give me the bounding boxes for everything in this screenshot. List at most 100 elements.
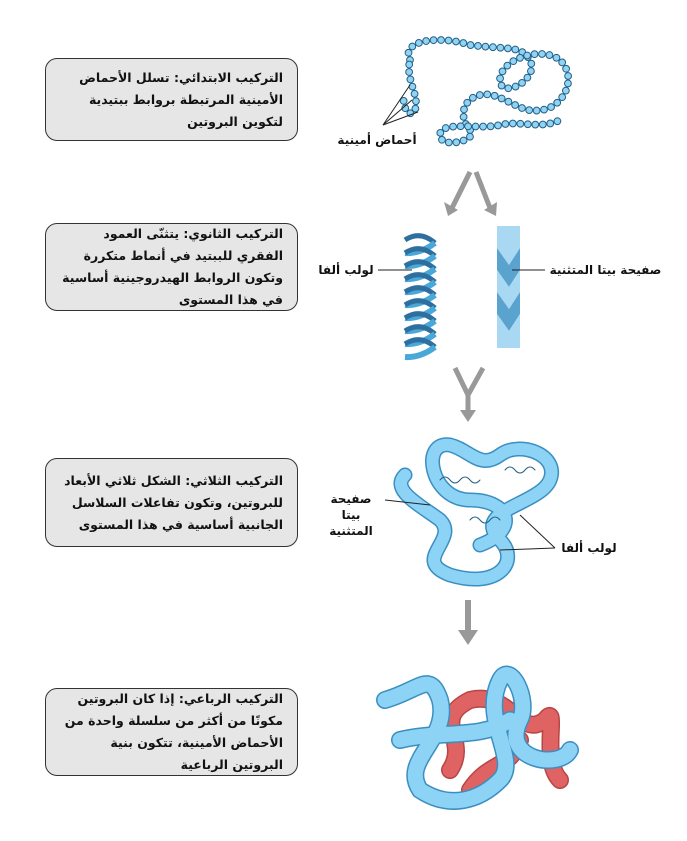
amino-acid-chain [399, 36, 572, 147]
amino-acid-bead [483, 90, 492, 99]
amino-acid-bead [405, 60, 414, 69]
tertiary-structure [393, 437, 559, 587]
alpha-helix-label: لولب ألفا [318, 263, 374, 277]
amino-acid-bead [558, 58, 567, 67]
amino-acid-bead [422, 37, 431, 45]
amino-acid-bead [441, 124, 450, 132]
amino-acid-bead [508, 119, 517, 128]
amino-acid-bead [452, 138, 461, 147]
quaternary-structure [376, 665, 579, 810]
amino-acid-bead [408, 42, 417, 51]
amino-acids-label: أحماض أمينية [337, 133, 417, 147]
amino-acid-bead [530, 50, 539, 59]
amino-acid-bead [540, 105, 548, 114]
amino-acid-bead [449, 122, 457, 131]
amino-acid-bead [475, 91, 484, 99]
beta-sheet [497, 226, 520, 348]
amino-acid-bead [538, 120, 547, 129]
amino-acid-bead [411, 104, 420, 113]
amino-acid-bead [399, 97, 408, 105]
tertiary-beta-line2: بيتا المتثنية [329, 508, 373, 538]
tertiary-structure-box: التركيب الثلاثي: الشكل ثلاثي الأبعاد للب… [45, 458, 298, 547]
amino-acid-bead [523, 120, 532, 129]
amino-acid-bead [494, 121, 502, 130]
amino-acid-bead [558, 93, 567, 102]
amino-acid-bead [459, 136, 468, 145]
amino-acid-bead [463, 98, 472, 107]
primary-text: التركيب الابتدائي: تسلل الأحماض الأمينية… [79, 69, 283, 129]
amino-acid-bead [504, 84, 513, 93]
amino-acid-bead [412, 97, 420, 106]
helix-turn-back [403, 311, 437, 323]
amino-acid-bead [438, 135, 446, 144]
amino-acid-bead [511, 45, 520, 54]
amino-acid-bead [496, 43, 505, 52]
amino-acid-bead [497, 94, 506, 103]
amino-acid-bead [503, 61, 512, 70]
amino-acid-bead [464, 122, 472, 131]
amino-acid-bead [490, 91, 499, 100]
amino-acid-bead [471, 122, 480, 131]
helix-turn-back [403, 246, 437, 258]
amino-acid-bead [444, 36, 453, 45]
amino-acid-bead [509, 57, 518, 66]
amino-acid-bead [504, 97, 513, 106]
amino-acid-bead [479, 122, 487, 131]
amino-acid-bead [456, 122, 465, 131]
merge-arrow [452, 366, 486, 412]
amino-acid-bead [545, 51, 554, 59]
helix-turn-back [403, 324, 437, 336]
amino-acid-bead [527, 59, 536, 68]
amino-acid-bead [527, 67, 535, 75]
amino-acid-bead [511, 101, 520, 109]
split-arrow [449, 170, 493, 210]
amino-acid-pointers [382, 84, 419, 126]
helix-turn-front [404, 344, 437, 361]
beta-sheet-label: صفيحة بيتا المتثنية [549, 263, 662, 277]
secondary-structure-box: التركيب الثانوي: يتثنّى العمود الفقري لل… [45, 223, 298, 311]
helix-turn-back [403, 298, 437, 310]
amino-acid-bead [410, 89, 419, 98]
helix-turn-back [403, 285, 437, 297]
amino-acid-bead [414, 39, 423, 47]
secondary-text: التركيب الثانوي: يتثنّى العمود الفقري لل… [62, 226, 283, 307]
amino-acid-bead [538, 50, 546, 58]
amino-acid-bead [523, 51, 532, 60]
amino-acid-bead [547, 103, 555, 111]
amino-acid-bead [408, 82, 417, 91]
amino-acid-bead [481, 42, 490, 51]
amino-acid-bead [511, 82, 520, 91]
alpha-helix [403, 233, 437, 361]
amino-acid-bead [406, 75, 415, 84]
amino-acid-bead [437, 36, 445, 44]
amino-acid-bead [532, 106, 541, 115]
amino-acid-bead [516, 119, 525, 128]
amino-acid-bead [466, 132, 474, 141]
amino-acid-bead [501, 120, 510, 128]
amino-acid-bead [404, 48, 413, 57]
helix-turn-back [403, 233, 437, 245]
amino-acid-bead [459, 39, 468, 47]
amino-acid-bead [531, 120, 540, 129]
amino-acid-bead [468, 93, 477, 102]
quaternary-structure-box: التركيب الرباعي: إذا كان البروتين مكونًا… [45, 688, 298, 776]
tertiary-beta-label: صفيحة بيتا المتثنية [318, 491, 384, 539]
amino-acid-bead [444, 138, 453, 147]
tertiary-text: التركيب الثلاثي: الشكل ثلاثي الأبعاد للب… [64, 472, 283, 532]
amino-acid-bead [546, 119, 555, 128]
helix-turn-back [403, 337, 437, 349]
helix-turn-back [403, 259, 437, 271]
amino-acid-bead [497, 81, 506, 90]
amino-acid-bead [474, 42, 482, 50]
amino-acid-bead [523, 73, 532, 82]
amino-acid-bead [496, 74, 504, 83]
tertiary-alpha-label: لولب ألفا [561, 541, 617, 555]
amino-acid-bead [562, 64, 571, 73]
amino-acid-bead [429, 36, 438, 45]
amino-acid-bead [564, 72, 572, 80]
amino-acid-bead [518, 104, 526, 112]
amino-acid-bead [436, 128, 445, 137]
amino-acid-bead [489, 43, 497, 52]
amino-acid-bead [459, 112, 468, 121]
